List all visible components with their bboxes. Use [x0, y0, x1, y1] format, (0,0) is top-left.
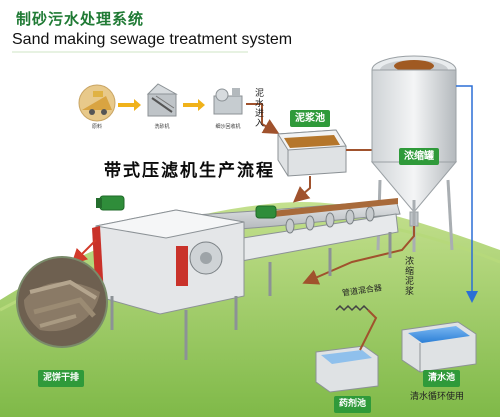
- mud-cake-photo: [16, 256, 108, 348]
- dosing-pool: [315, 345, 379, 393]
- sand-washer-icon: [146, 83, 178, 117]
- clear-recycle-label: 清水循环使用: [410, 392, 465, 402]
- thickener-label: 浓缩罐: [399, 148, 439, 165]
- title-cn: 制砂污水处理系统: [16, 10, 145, 28]
- process-banner: 带式压滤机生产流程: [104, 161, 275, 181]
- mud-inlet-pipe: [246, 103, 280, 134]
- mud-inlet-label: 泥水进入: [253, 88, 263, 128]
- motor-icon-2: [255, 205, 277, 219]
- raw-material-icon: [78, 84, 116, 122]
- clear-water-pool: [401, 321, 477, 373]
- thickener-tank: [370, 55, 458, 252]
- mud-pool-label: 泥浆池: [290, 110, 330, 127]
- fine-sand-recycler-icon: [213, 88, 243, 115]
- belt-filter-press: [71, 195, 401, 360]
- concentrated-mud-line: [302, 226, 415, 285]
- flow-arrow-2: [183, 99, 205, 111]
- title-en: Sand making sewage treatment system: [12, 31, 293, 48]
- mud-pool-tank: [277, 129, 347, 177]
- motor-icon: [96, 195, 125, 211]
- concentrated-mud-label: 浓缩泥浆: [403, 256, 413, 296]
- cake-discharge-label: 泥饼干排: [38, 370, 85, 387]
- fine-sand-recycler-caption: 细沙回收机: [215, 124, 241, 130]
- clear-water-line: [456, 85, 478, 303]
- pipe-mixer: [335, 304, 369, 312]
- dosing-pool-label: 药剂池: [334, 396, 372, 413]
- flow-arrow-1: [118, 99, 141, 111]
- sand-washer-caption: 洗砂机: [154, 124, 170, 130]
- clear-pool-label: 清水池: [423, 370, 461, 387]
- raw-material-caption: 原料: [91, 124, 102, 130]
